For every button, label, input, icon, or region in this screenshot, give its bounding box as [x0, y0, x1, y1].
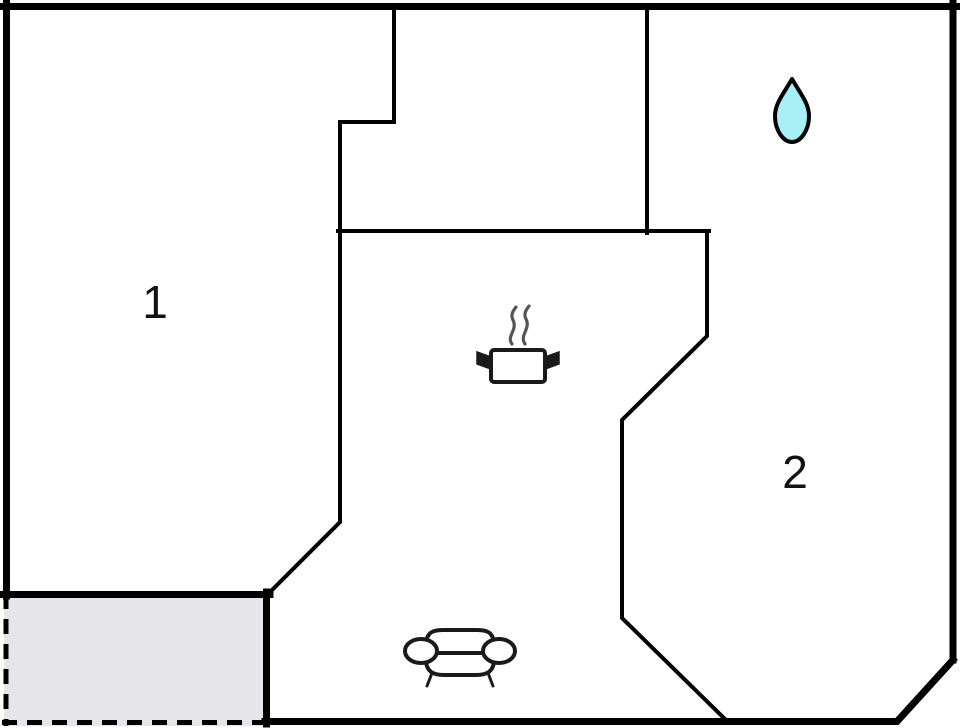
sofa-armrest-left: [403, 637, 439, 665]
pot-steam-right: [521, 304, 531, 346]
cooking-pot-icon: [476, 304, 560, 384]
room-label-1: 1: [142, 276, 168, 328]
pot-steam-left: [508, 305, 518, 346]
sofa-armrest-right: [481, 637, 517, 665]
sofa-leg-left: [425, 671, 434, 688]
bottom-right-angled-wall: [723, 655, 958, 725]
interior-walls: [265, 6, 731, 725]
room1-partition-wall: [265, 6, 396, 597]
sofa-leg-right: [486, 671, 495, 688]
water-drop-shape: [773, 77, 811, 144]
water-drop-icon: [773, 77, 811, 144]
sofa-icon: [403, 628, 517, 688]
terrace-area: [2, 594, 268, 726]
room-label-2: 2: [782, 446, 808, 498]
pot-body: [489, 348, 547, 384]
room2-boundary-wall: [620, 230, 731, 725]
terrace-fill: [4, 594, 268, 726]
